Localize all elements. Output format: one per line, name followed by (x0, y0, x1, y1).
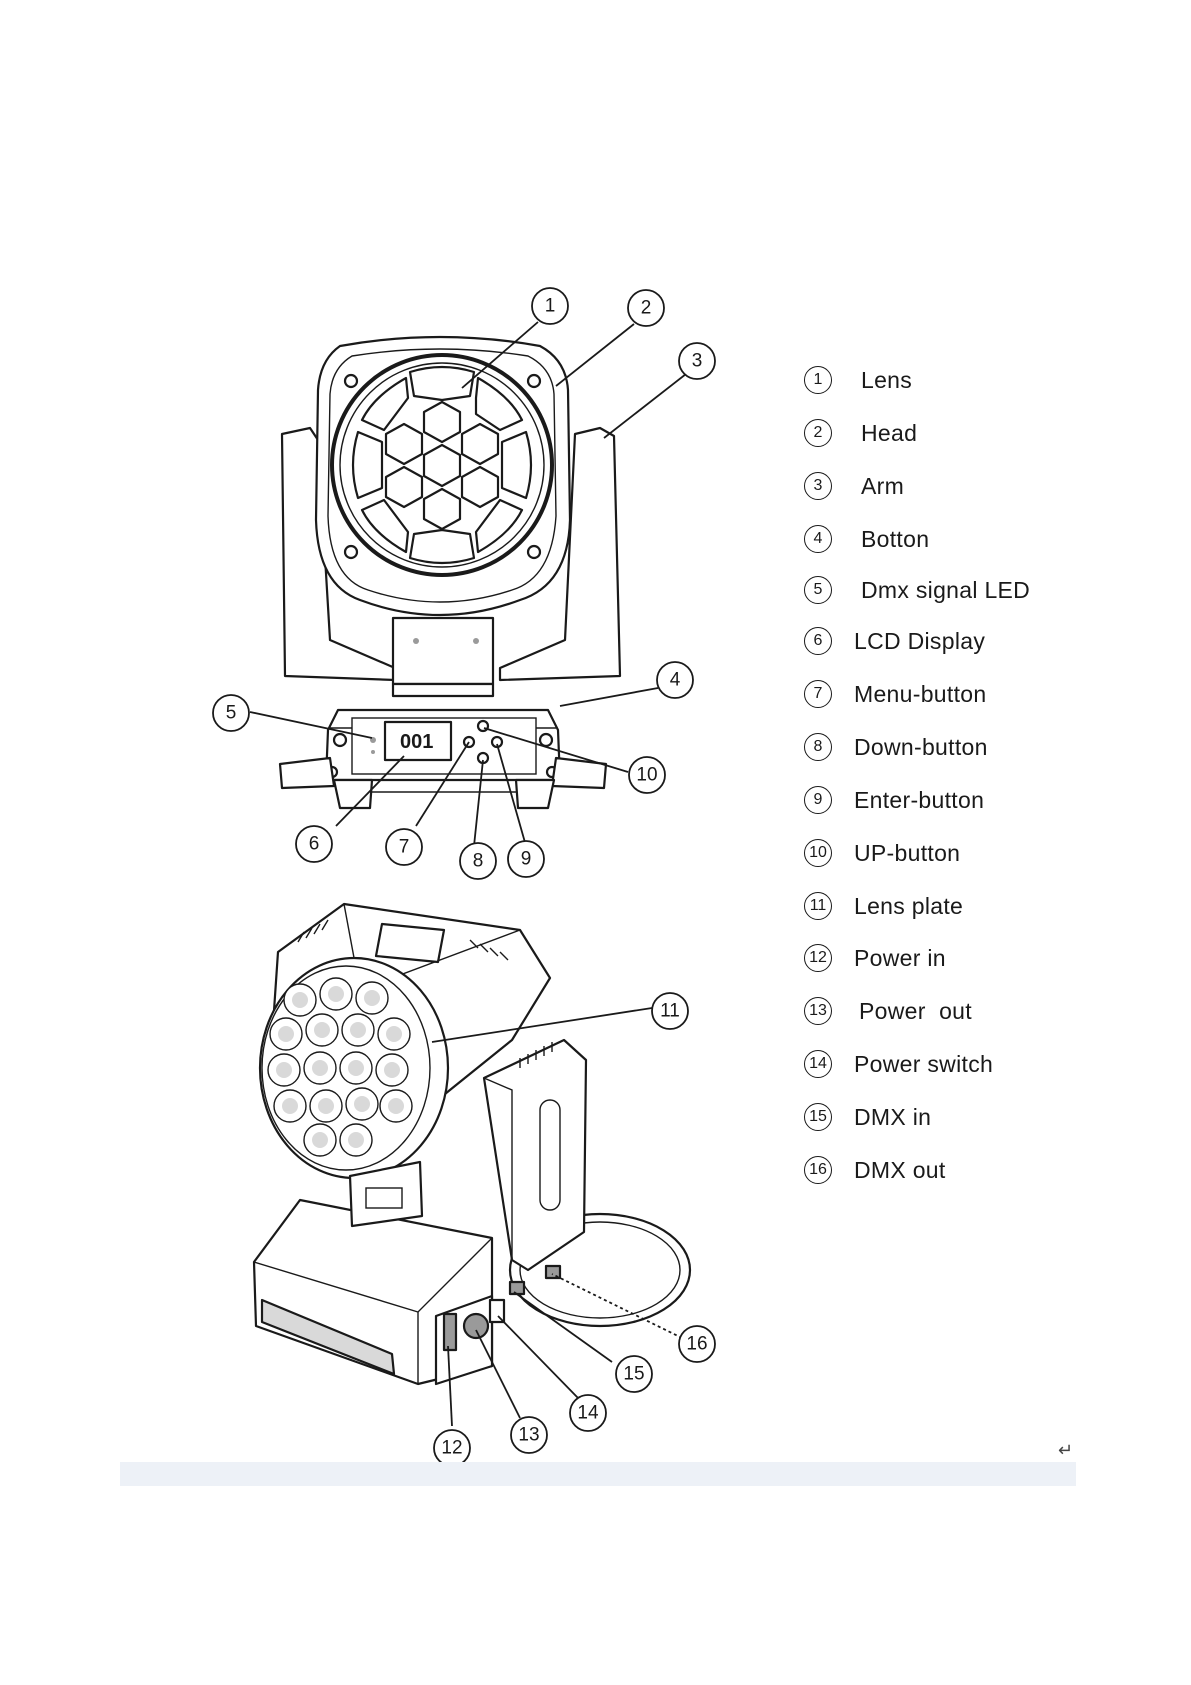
legend-label: DMX in (854, 1103, 931, 1131)
footer-band (120, 1462, 1076, 1486)
parts-legend: 1 Lens 2 Head 3 Arm 4 Botton 5 Dmx signal LED… (804, 364, 1184, 1194)
rear-view (254, 904, 690, 1384)
legend-number: 8 (804, 733, 832, 761)
callout-12: 12 (434, 1430, 470, 1466)
callout-2: 2 (628, 290, 664, 326)
svg-text:7: 7 (399, 837, 410, 858)
callout-10: 10 (629, 757, 665, 793)
legend-number: 9 (804, 786, 832, 814)
legend-item-power-in: 12 Power in (804, 942, 1184, 982)
legend-number: 2 (804, 419, 832, 447)
legend-number: 12 (804, 944, 832, 972)
legend-number: 5 (804, 576, 832, 604)
rear-power-in (444, 1314, 456, 1350)
legend-item-dmx-signal-led: 5 Dmx signal LED (804, 574, 1184, 614)
legend-item-power-out: 13 Power out (804, 995, 1184, 1035)
callout-9: 9 (508, 841, 544, 877)
front-view: 001 (280, 337, 620, 808)
legend-label: Power out (859, 997, 972, 1025)
legend-item-botton: 4 Botton (804, 523, 1184, 563)
legend-label: Enter-button (854, 786, 984, 814)
svg-text:8: 8 (473, 851, 484, 872)
front-handle-left (280, 758, 334, 788)
svg-text:14: 14 (577, 1403, 599, 1424)
svg-text:2: 2 (641, 298, 652, 319)
svg-text:1: 1 (545, 296, 556, 317)
callout-5: 5 (213, 695, 249, 731)
callout-1: 1 (532, 288, 568, 324)
legend-item-arm: 3 Arm (804, 470, 1184, 510)
legend-label: Dmx signal LED (861, 576, 1030, 604)
legend-label: Lens (861, 366, 912, 394)
svg-text:16: 16 (686, 1334, 707, 1355)
callout-7: 7 (386, 829, 422, 865)
legend-number: 15 (804, 1103, 832, 1131)
rear-dmx-in (510, 1282, 524, 1294)
callout-8: 8 (460, 843, 496, 879)
legend-number: 13 (804, 997, 832, 1025)
legend-item-up-button: 10 UP-button (804, 837, 1184, 877)
callout-6: 6 (296, 826, 332, 862)
callout-13: 13 (511, 1417, 547, 1453)
front-lens-cells (353, 367, 531, 563)
callout-14: 14 (570, 1395, 606, 1431)
legend-item-dmx-in: 15 DMX in (804, 1101, 1184, 1141)
svg-text:12: 12 (441, 1438, 462, 1459)
callout-15: 15 (616, 1356, 652, 1392)
svg-text:6: 6 (309, 834, 320, 855)
legend-number: 1 (804, 366, 832, 394)
legend-item-lcd-display: 6 LCD Display (804, 625, 1184, 665)
rear-power-out (464, 1314, 488, 1338)
legend-item-down-button: 8 Down-button (804, 731, 1184, 771)
legend-label: Lens plate (854, 892, 963, 920)
svg-text:4: 4 (670, 670, 681, 691)
rear-power-switch (490, 1300, 504, 1322)
legend-number: 16 (804, 1156, 832, 1184)
legend-number: 7 (804, 680, 832, 708)
lcd-readout: 001 (400, 731, 433, 753)
legend-item-dmx-out: 16 DMX out (804, 1154, 1184, 1194)
front-yoke-column (393, 618, 493, 684)
svg-text:15: 15 (623, 1364, 644, 1385)
callout-4: 4 (657, 662, 693, 698)
legend-label: Down-button (854, 733, 988, 761)
svg-text:10: 10 (636, 765, 657, 786)
legend-label: UP-button (854, 839, 960, 867)
svg-text:5: 5 (226, 703, 237, 724)
legend-number: 4 (804, 525, 832, 553)
legend-number: 10 (804, 839, 832, 867)
legend-label: Botton (861, 525, 929, 553)
svg-text:13: 13 (518, 1425, 539, 1446)
legend-item-head: 2 Head (804, 417, 1184, 457)
legend-item-power-switch: 14 Power switch (804, 1048, 1184, 1088)
legend-label: Power switch (854, 1050, 993, 1078)
paragraph-return-mark: ↵ (1058, 1440, 1073, 1461)
svg-text:11: 11 (660, 1001, 680, 1022)
svg-text:3: 3 (692, 351, 703, 372)
legend-label: Head (861, 419, 917, 447)
legend-label: Arm (861, 472, 904, 500)
rear-top-window (376, 924, 444, 962)
callout-3: 3 (679, 343, 715, 379)
legend-label: DMX out (854, 1156, 946, 1184)
svg-text:9: 9 (521, 849, 532, 870)
rear-arm (484, 1040, 586, 1270)
legend-number: 11 (804, 892, 832, 920)
legend-number: 14 (804, 1050, 832, 1078)
legend-item-menu-button: 7 Menu-button (804, 678, 1184, 718)
legend-number: 6 (804, 627, 832, 655)
legend-label: LCD Display (854, 627, 985, 655)
legend-item-enter-button: 9 Enter-button (804, 784, 1184, 824)
callout-16: 16 (679, 1326, 715, 1362)
legend-item-lens-plate: 11 Lens plate (804, 890, 1184, 930)
legend-label: Menu-button (854, 680, 986, 708)
legend-number: 3 (804, 472, 832, 500)
legend-label: Power in (854, 944, 946, 972)
callout-11: 11 (652, 993, 688, 1029)
legend-item-lens: 1 Lens (804, 364, 1184, 404)
